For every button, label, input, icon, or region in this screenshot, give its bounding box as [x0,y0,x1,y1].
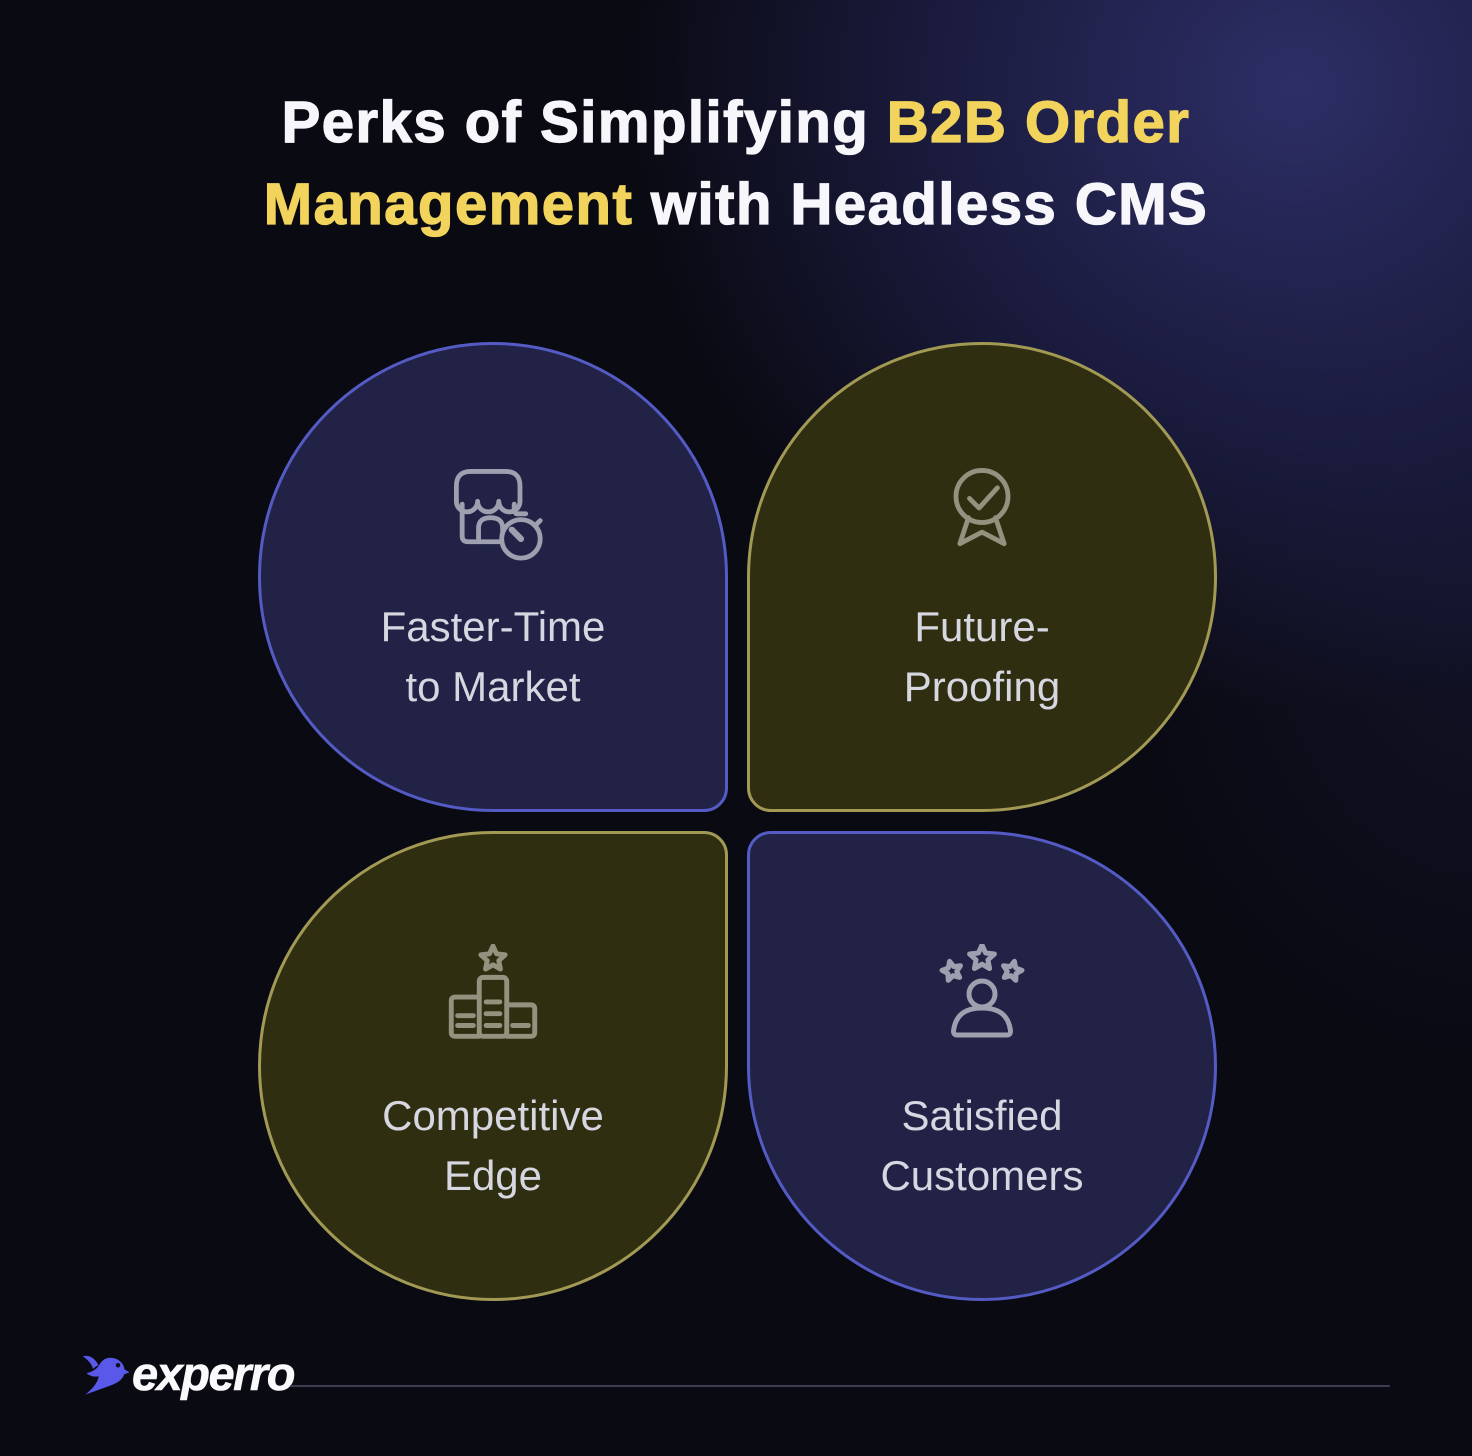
title-line-1: Perks of Simplifying B2B Order [0,82,1472,164]
benefit-card-satisfied-customers: Satisfied Customers [747,831,1217,1301]
title-segment-white: with Headless CMS [633,171,1209,237]
card-label-line-1: Satisfied [901,1092,1063,1139]
experro-logo: experro [82,1346,296,1401]
card-label: Faster-Time to Market [381,597,606,717]
card-icon-wrap [439,944,547,1052]
card-icon-wrap [929,455,1035,563]
experro-wordmark: experro [132,1347,296,1401]
card-label-line-1: Future- [914,603,1050,650]
card-label-line-1: Faster-Time [380,603,606,650]
card-label-line-2: Customers [880,1152,1084,1199]
experro-bird-icon [82,1355,130,1395]
benefits-grid: Faster-Time to Market Future- Proofing [258,342,1217,1301]
card-label-line-1: Competitive [382,1092,604,1139]
page-title: Perks of Simplifying B2B Order Managemen… [0,82,1472,246]
benefit-card-future-proofing: Future- Proofing [747,342,1217,812]
card-label: Future- Proofing [904,597,1060,717]
card-label-line-2: to Market [405,663,581,710]
card-label: Satisfied Customers [880,1086,1083,1206]
footer-brand: experro [0,1336,1472,1426]
footer-divider-line [290,1385,1390,1387]
title-segment-highlight: Management [263,171,634,237]
benefit-card-faster-time-to-market: Faster-Time to Market [258,342,728,812]
card-label-line-2: Edge [443,1152,543,1199]
card-icon-wrap [926,944,1038,1052]
podium-star-icon [448,944,538,1039]
title-segment-highlight: B2B Order [886,89,1191,155]
title-line-2: Management with Headless CMS [0,164,1472,246]
customer-stars-icon [939,944,1025,1038]
award-badge-icon [953,468,1011,547]
storefront-timer-icon [453,469,543,561]
benefit-card-competitive-edge: Competitive Edge [258,831,728,1301]
card-icon-wrap [440,455,546,563]
card-label-line-2: Proofing [903,663,1061,710]
title-segment-white: Perks of Simplifying [281,89,887,155]
card-label: Competitive Edge [382,1086,604,1206]
